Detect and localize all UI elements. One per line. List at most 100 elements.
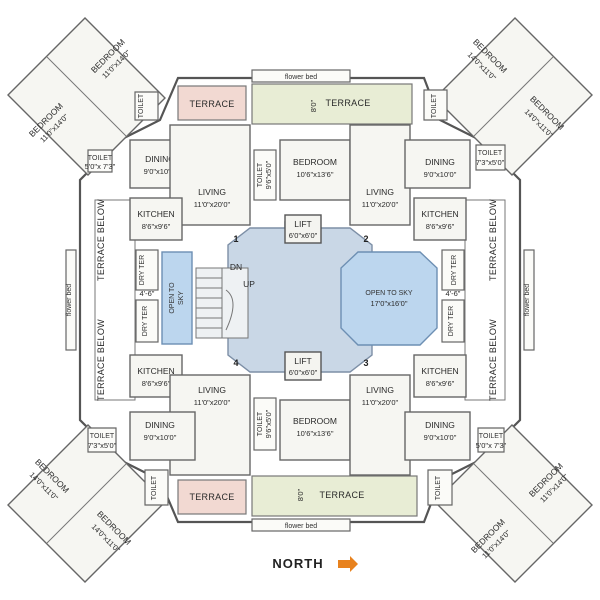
toilet-size: 9'6"x5'0" — [264, 160, 273, 189]
living-top-left — [169, 124, 251, 226]
flower-bed-left — [65, 249, 77, 351]
wing-bottom-right: BEDROOM 11'0"x14'0" BEDROOM 11'0"x14'0" … — [427, 424, 593, 583]
kitchen-top-left — [129, 197, 183, 241]
toilet-top-center — [253, 149, 277, 201]
toilet-size: 7'3"x5'0" — [88, 441, 117, 450]
north-label: NORTH — [272, 556, 323, 571]
living-size: 11'0"x20'0" — [362, 200, 399, 209]
flat-number-3: 3 — [363, 358, 368, 368]
kitchen-label: KITCHEN — [137, 209, 174, 219]
terrace-below-label: TERRACE BELOW — [488, 199, 498, 281]
toilet-size: 7'3"x5'0" — [476, 158, 505, 167]
dry-ter-size: 4'-6" — [140, 289, 155, 298]
dining-top-right — [404, 139, 471, 189]
dry-ter-label: DRY TER — [451, 255, 458, 285]
toilet-label: TOILET — [138, 93, 145, 118]
open-to-sky-label-1: OPEN TO — [169, 282, 176, 314]
living-label: LIVING — [198, 385, 226, 395]
dining-size: 9'0"x10'0" — [424, 433, 457, 442]
terrace-label: TERRACE — [189, 492, 234, 502]
toilet-size: 9'6"x5'0" — [264, 409, 273, 438]
toilet-label: TOILET — [431, 93, 438, 118]
bedroom-bottom-center — [279, 399, 351, 461]
toilet-label: TOILET — [90, 433, 115, 440]
kitchen-bottom-right — [413, 354, 467, 398]
dining-label: DINING — [425, 157, 455, 167]
terrace-below-label: TERRACE BELOW — [96, 319, 106, 401]
kitchen-label: KITCHEN — [421, 366, 458, 376]
west-terrace-outline — [94, 199, 136, 401]
dining-bottom-left — [129, 411, 196, 461]
terrace-label: TERRACE — [325, 98, 370, 108]
open-to-sky-small — [161, 251, 193, 345]
open-to-sky-large-size: 17'0"x16'0" — [371, 299, 408, 308]
living-label: LIVING — [366, 385, 394, 395]
flower-bed-right-label: flower bed — [524, 284, 531, 316]
kitchen-top-right — [413, 197, 467, 241]
lift-bottom — [284, 351, 322, 381]
toilet-size: 5'0"x 7'3" — [476, 441, 507, 450]
lift-size: 6'0"x6'0" — [289, 231, 318, 240]
terrace-depth: 8'0" — [296, 488, 305, 501]
lift-label: LIFT — [294, 356, 311, 366]
stair-down-label: DN — [230, 262, 242, 272]
terrace-top-left — [177, 85, 247, 121]
kitchen-size: 8'6"x9'6" — [142, 379, 171, 388]
kitchen-size: 8'6"x9'6" — [142, 222, 171, 231]
dining-label: DINING — [425, 420, 455, 430]
kitchen-label: KITCHEN — [137, 366, 174, 376]
flat-number-1: 1 — [233, 234, 238, 244]
dry-terrace-bottom-left — [135, 299, 159, 343]
toilet-bottom-center — [253, 397, 277, 451]
bedroom-size: 10'6"x13'6" — [297, 429, 334, 438]
dry-terrace-bottom-right — [441, 299, 465, 343]
terrace-bottom-left — [177, 479, 247, 515]
wing-top-left: BEDROOM 11'0"x14'0" BEDROOM 11'0"x14'0" … — [7, 17, 166, 176]
living-bottom-right — [349, 374, 411, 476]
dining-label: DINING — [145, 420, 175, 430]
bedroom-label: BEDROOM — [293, 157, 337, 167]
living-top-right — [349, 124, 411, 226]
open-to-sky-large-label: OPEN TO SKY — [365, 290, 413, 297]
terrace-label: TERRACE — [189, 99, 234, 109]
flower-bed-top — [251, 69, 351, 83]
dining-size: 9'0"x10'0" — [144, 167, 177, 176]
toilet-label: TOILET — [478, 150, 503, 157]
dry-ter-label: DRY TER — [142, 306, 149, 336]
terrace-below-label: TERRACE BELOW — [96, 199, 106, 281]
living-size: 11'0"x20'0" — [194, 200, 231, 209]
dining-size: 9'0"x10'0" — [144, 433, 177, 442]
dry-ter-label: DRY TER — [448, 306, 455, 336]
flower-bed-bottom-label: flower bed — [285, 523, 317, 530]
living-label: LIVING — [198, 187, 226, 197]
staircase: DN UP — [195, 262, 255, 339]
toilet-label: TOILET — [435, 475, 442, 500]
toilet-label: TOILET — [257, 162, 264, 187]
open-to-sky-large — [340, 251, 438, 346]
bedroom-size: 10'6"x13'6" — [297, 170, 334, 179]
dining-bottom-right — [404, 411, 471, 461]
dry-ter-label: DRY TER — [139, 255, 146, 285]
flower-bed-right — [523, 249, 535, 351]
terrace-label: TERRACE — [319, 490, 364, 500]
dry-terrace-top-right — [441, 249, 465, 291]
east-terrace-outline — [464, 199, 506, 401]
toilet-label: TOILET — [151, 475, 158, 500]
lift-size: 6'0"x6'0" — [289, 368, 318, 377]
living-size: 11'0"x20'0" — [194, 398, 231, 407]
dry-terrace-top-left — [135, 249, 159, 291]
flat-number-2: 2 — [363, 234, 368, 244]
dining-label: DINING — [145, 154, 175, 164]
wing-bottom-left: BEDROOM 14'0"x11'0" BEDROOM 14'0"x11'0" … — [7, 424, 169, 583]
dry-ter-size: 4'-6" — [446, 289, 461, 298]
flower-bed-bottom — [251, 518, 351, 532]
north-arrow-icon — [338, 556, 358, 572]
terrace-bottom — [251, 475, 418, 517]
terrace-top — [251, 83, 413, 125]
open-to-sky-label-2: SKY — [178, 291, 185, 305]
toilet-label: TOILET — [479, 433, 504, 440]
kitchen-size: 8'6"x9'6" — [426, 379, 455, 388]
wing-top-right: BEDROOM 14'0"x11'0" BEDROOM 14'0"x11'0" … — [423, 17, 593, 176]
bedroom-label: BEDROOM — [293, 416, 337, 426]
